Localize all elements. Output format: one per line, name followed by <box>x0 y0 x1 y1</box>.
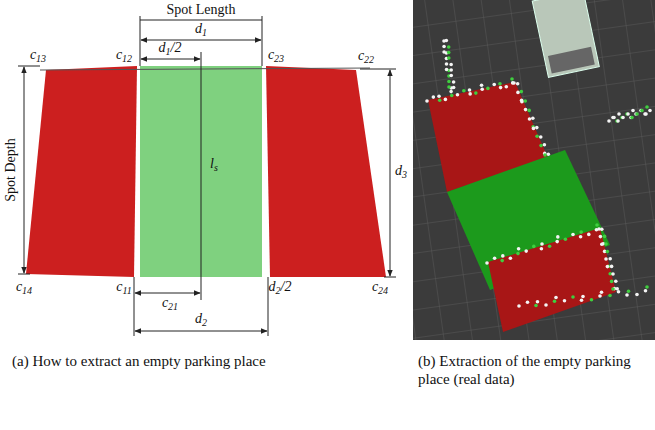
front-line <box>40 68 370 70</box>
subfigure-caption: (a) How to extract an empty parking plac… <box>12 352 404 370</box>
dimension-symbol: d3 <box>395 164 407 180</box>
dimension-symbol: d2 <box>195 312 207 328</box>
dimension-lines <box>18 16 396 336</box>
subfigure-caption: (b) Extraction of the empty parking plac… <box>418 352 650 388</box>
dimension-symbol: d1 <box>195 22 207 38</box>
schematic-a <box>18 16 396 336</box>
dimension-symbol: ls <box>210 157 218 173</box>
dimension-symbol: c11 <box>116 280 131 296</box>
dimension-symbol: c12 <box>116 48 132 64</box>
dimension-label: Spot Depth <box>4 138 18 201</box>
dimension-symbol: c14 <box>16 280 32 296</box>
dimension-symbol: d1/2 <box>159 41 182 57</box>
dimension-symbol: c22 <box>358 49 374 65</box>
occupied-left <box>26 66 137 277</box>
dimension-symbol: c24 <box>372 280 388 296</box>
dimension-symbol: d2/2 <box>269 280 292 296</box>
occupied-right <box>266 66 386 277</box>
dimension-label: Spot Length <box>167 3 236 17</box>
dimension-symbol: c23 <box>268 48 284 64</box>
dimension-symbol: c13 <box>30 48 46 64</box>
point-cloud-b <box>413 0 655 340</box>
dimension-symbol: c21 <box>162 296 178 312</box>
